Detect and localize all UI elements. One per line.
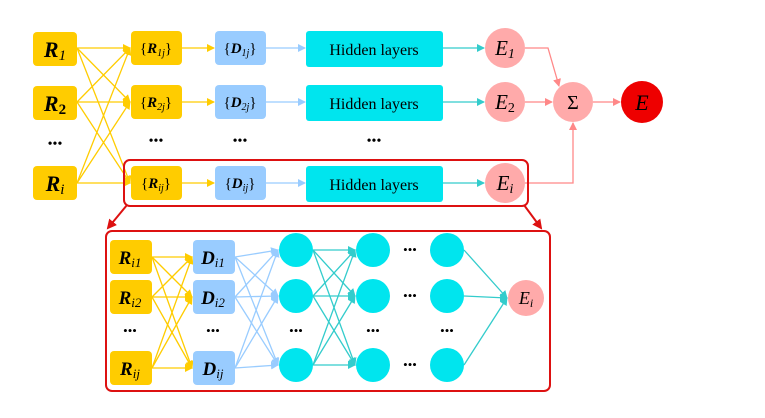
svg-text:{Rij}: {Rij} [141, 176, 171, 194]
top-descriptor-dij: {Dij} [215, 166, 266, 200]
arrow-input-to-set [76, 47, 131, 103]
sum-node: Σ [553, 82, 593, 122]
neuron-l2-n1 [356, 233, 390, 267]
svg-text:Di1: Di1 [200, 248, 225, 270]
svg-text:Hidden layers: Hidden layers [329, 96, 418, 113]
top-descriptor-ellipsis: ••• [233, 134, 248, 149]
arrow-layer3-to-output [463, 297, 508, 366]
arrow-e1-to-sum [525, 47, 561, 87]
arrow-descriptor-to-neuron [234, 256, 279, 297]
arrow-descriptor-to-neuron [234, 249, 279, 298]
neuron-l1-n1 [279, 233, 313, 267]
neuron-l3-n1 [430, 233, 464, 267]
top-input-r1: R1 [33, 32, 77, 66]
top-energy-ei: Ei [485, 163, 525, 203]
svg-text:Rij: Rij [119, 359, 140, 381]
svg-text:R1: R1 [43, 37, 66, 64]
top-hidden-layers-2: Hidden layers [306, 85, 443, 121]
svg-text:Σ: Σ [567, 92, 579, 114]
top-hidden-ellipsis: ••• [367, 134, 382, 149]
svg-text:R2: R2 [43, 91, 66, 118]
layer-ellipsis-row3: ••• [403, 357, 417, 372]
svg-text:{R2j}: {R2j} [140, 95, 172, 113]
top-set-r1j: {R1j} [131, 31, 182, 65]
detail-input-ri2: Ri2 [110, 280, 152, 314]
top-set-ellipsis: ••• [149, 134, 164, 149]
svg-text:Ri2: Ri2 [118, 288, 142, 310]
neuron-l2-n3 [356, 348, 390, 382]
arrow-layer1-to-layer2 [312, 249, 357, 366]
arrow-descriptor-to-neuron [234, 295, 279, 369]
arrow-layer3-to-output [463, 293, 508, 302]
neuron-l2-ellipsis: ••• [366, 323, 380, 338]
neuron-l3-n3 [430, 348, 464, 382]
top-descriptor-d2j: {D2j} [215, 85, 266, 119]
zoom-arrow-left [106, 204, 128, 230]
detail-input-ellipsis: ••• [123, 323, 137, 338]
svg-text:E1: E1 [494, 36, 515, 62]
layer-ellipsis-row2: ••• [403, 288, 417, 303]
svg-text:Ri1: Ri1 [118, 248, 142, 270]
svg-text:Di2: Di2 [200, 288, 225, 310]
detail-connections [151, 246, 508, 372]
total-energy-node: E [621, 81, 663, 123]
top-set-r2j: {R2j} [131, 85, 182, 119]
top-descriptor-d1j: {D1j} [215, 31, 266, 65]
neuron-l3-n2 [430, 279, 464, 313]
arrow-descriptor-to-neuron [234, 256, 280, 366]
svg-text:{R1j}: {R1j} [140, 41, 172, 59]
svg-text:Ri: Ri [45, 171, 65, 198]
arrow-descriptor-to-neuron [234, 292, 279, 301]
arrow-detail-input-to-descriptor [151, 256, 194, 369]
detail-descriptor-di1: Di1 [193, 240, 235, 274]
svg-text:{Dij}: {Dij} [225, 176, 256, 194]
svg-text:Ei: Ei [518, 288, 533, 310]
arrow-descriptor-to-neuron [234, 247, 279, 258]
svg-text:{D1j}: {D1j} [223, 41, 256, 59]
neuron-l3-ellipsis: ••• [440, 323, 454, 338]
arrow-layer3-to-output [463, 249, 508, 299]
svg-text:Hidden layers: Hidden layers [329, 42, 418, 59]
arrow-input-to-set [76, 101, 131, 184]
detail-descriptor-di2: Di2 [193, 280, 235, 314]
arrow-input-to-set [76, 47, 132, 184]
arrow-detail-input-to-descriptor [151, 296, 193, 369]
highlight-row-frame [123, 159, 529, 207]
neuron-l1-n2 [279, 279, 313, 313]
svg-text:Dij: Dij [202, 359, 224, 381]
arrow-ei-to-sum [525, 122, 577, 184]
top-input-ellipsis: ••• [48, 137, 63, 152]
top-input-ri: Ri [33, 166, 77, 200]
detail-input-rij: Rij [110, 351, 152, 385]
top-energy-e2: E2 [485, 82, 525, 122]
svg-text:{D2j}: {D2j} [223, 95, 256, 113]
arrow-descriptor-to-neuron [234, 361, 279, 370]
svg-text:Hidden layers: Hidden layers [329, 177, 418, 194]
detail-descriptor-ellipsis: ••• [206, 323, 220, 338]
neuron-l1-ellipsis: ••• [289, 323, 303, 338]
neuron-l1-n3 [279, 348, 313, 382]
svg-text:E2: E2 [494, 90, 515, 116]
detail-output-ei: Ei [508, 280, 544, 316]
arrow-layer1-to-layer2 [312, 249, 356, 297]
top-hidden-layers-i: Hidden layers [306, 166, 443, 202]
arrow-detail-input-to-descriptor [151, 256, 193, 298]
detail-descriptor-dij: Dij [193, 351, 235, 385]
top-hidden-layers-1: Hidden layers [306, 31, 443, 67]
top-connections [76, 44, 621, 187]
top-input-r2: R2 [33, 86, 77, 120]
arrow-layer1-to-layer2 [312, 295, 356, 366]
arrow-descriptor-to-neuron [234, 249, 280, 369]
detail-panel-frame [105, 230, 551, 392]
svg-text:Ei: Ei [496, 171, 514, 197]
detail-input-ri1: Ri1 [110, 240, 152, 274]
top-set-rij: {Rij} [131, 166, 182, 200]
svg-text:E: E [634, 90, 649, 115]
zoom-arrow-right [523, 204, 543, 230]
top-energy-e1: E1 [485, 28, 525, 68]
neuron-l2-n2 [356, 279, 390, 313]
layer-ellipsis-row1: ••• [403, 242, 417, 257]
